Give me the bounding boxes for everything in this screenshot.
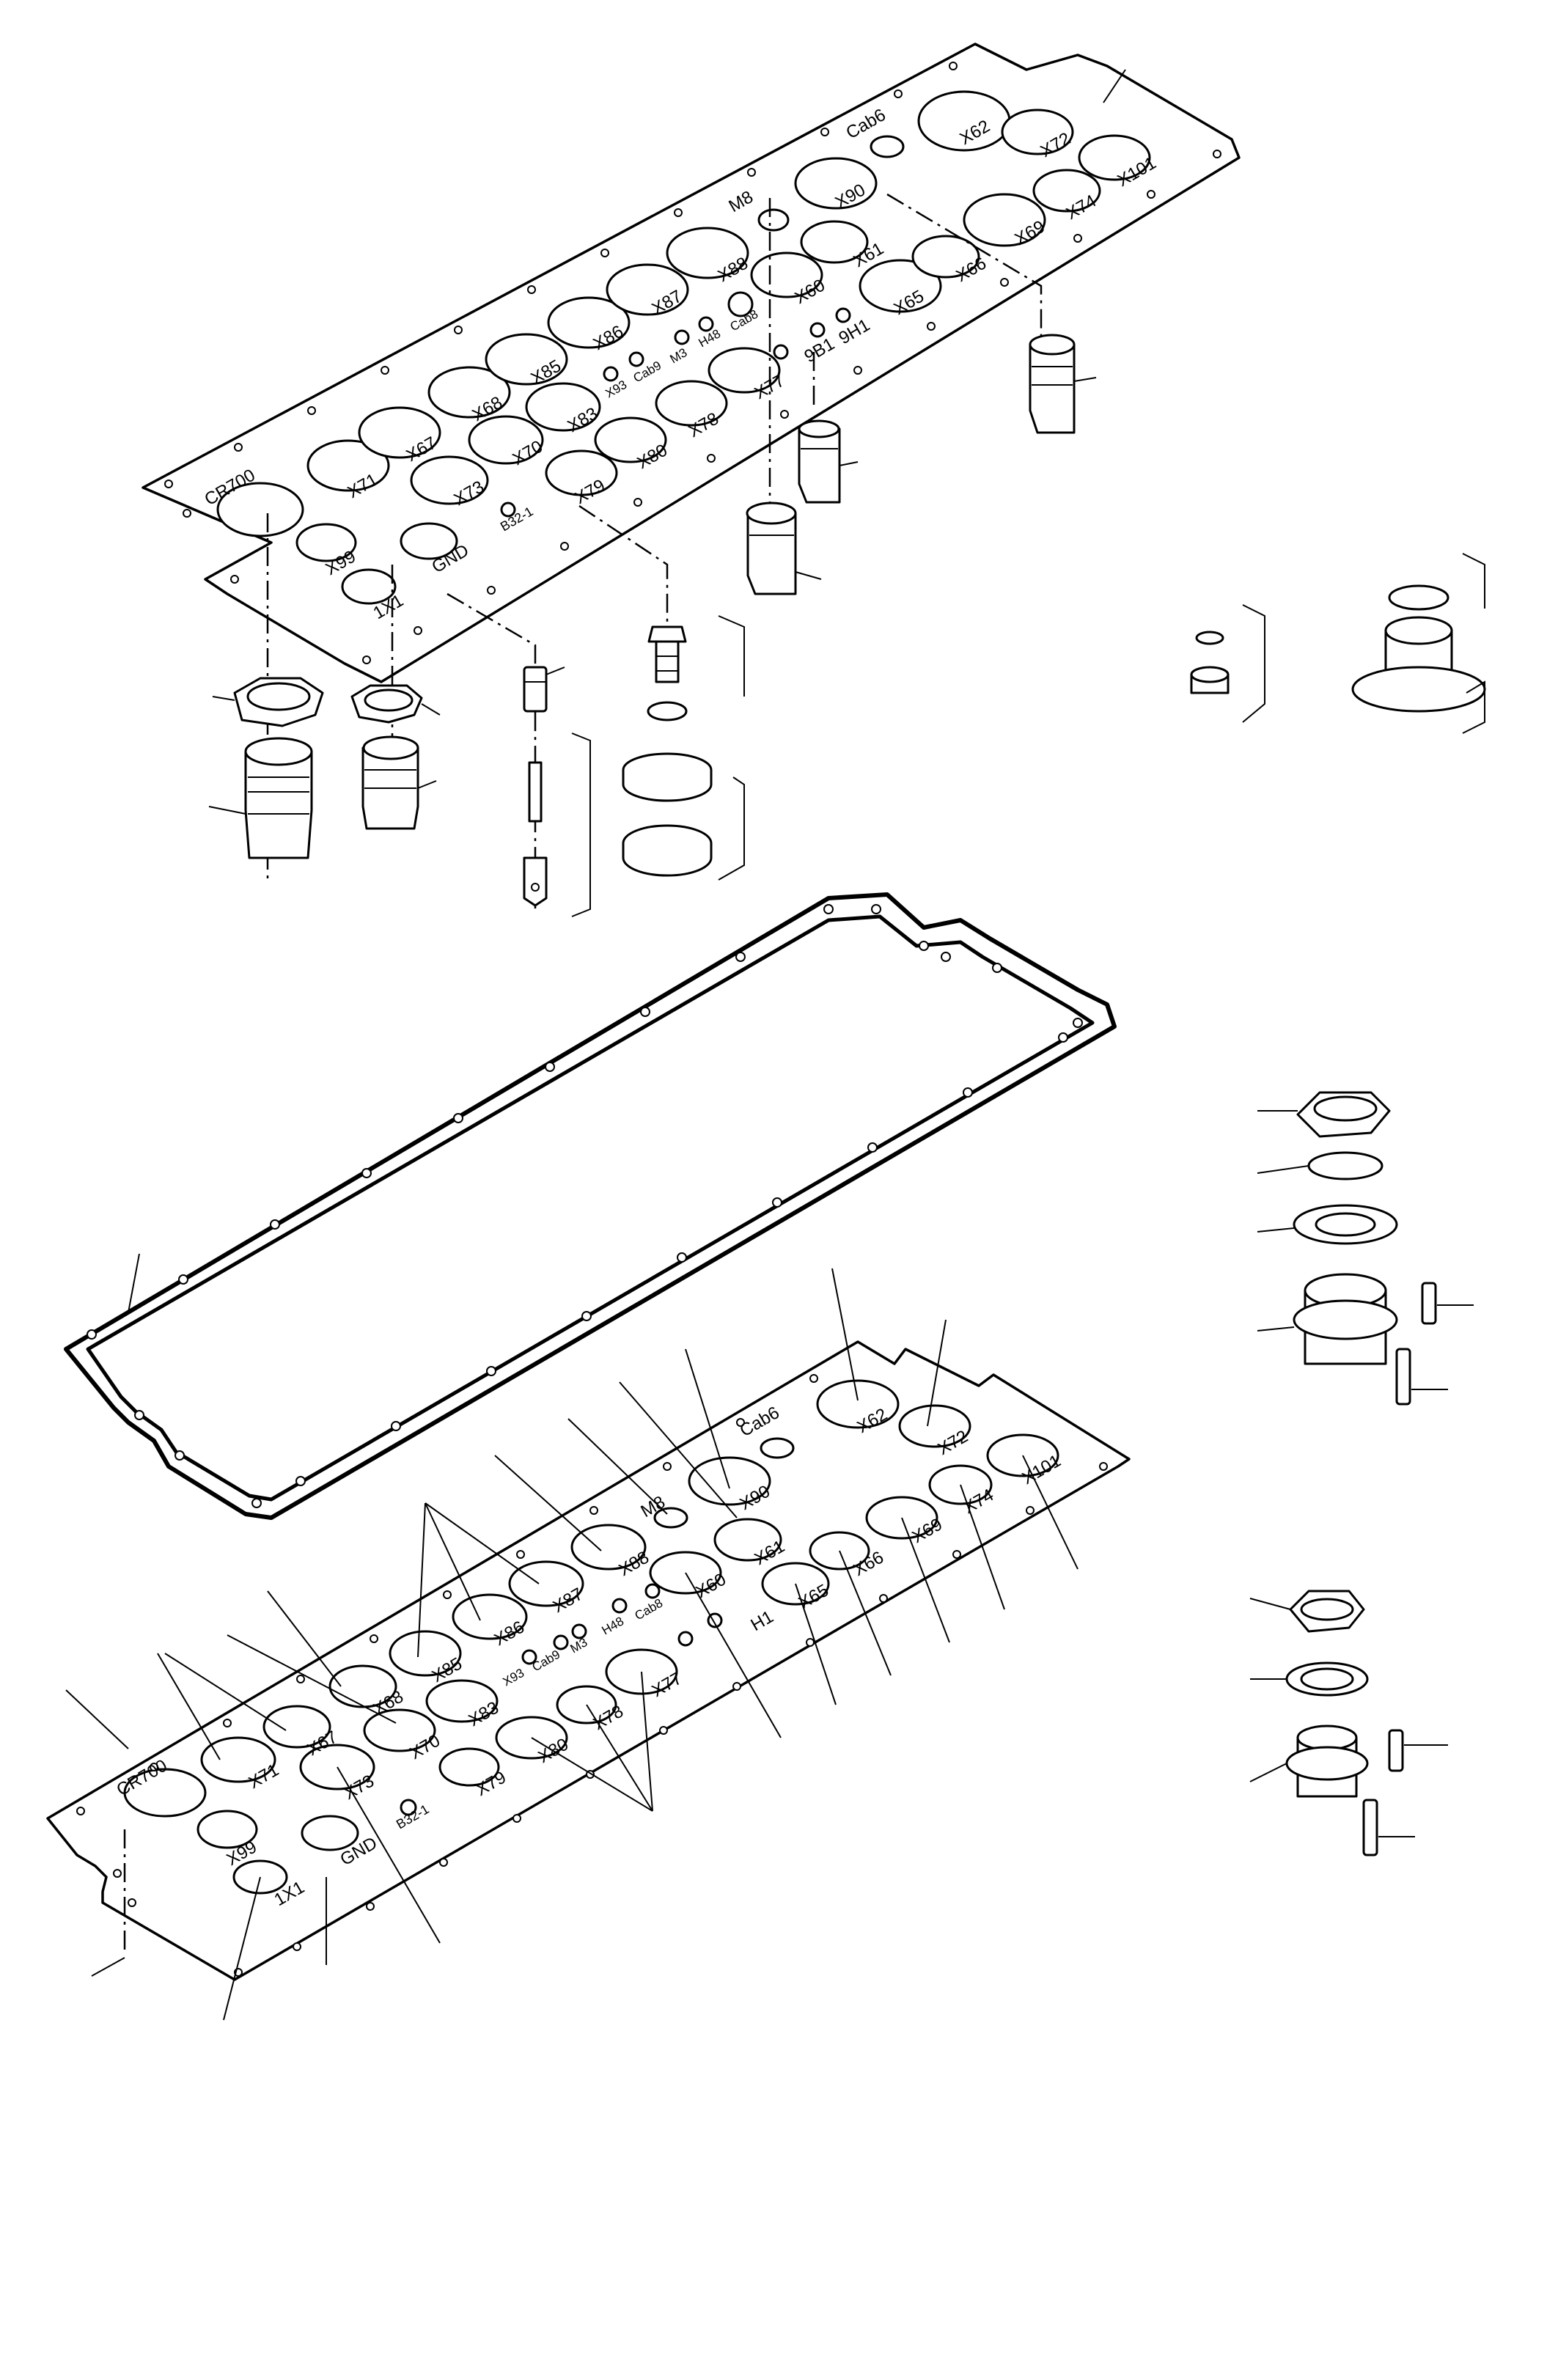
- large-cable-gland: [208, 737, 313, 859]
- large-hex-nut: [212, 677, 324, 727]
- medium-cable-gland: [361, 735, 437, 830]
- right-gland-kit-2: [1249, 1590, 1448, 1856]
- bolt-and-washer-stack: [622, 615, 745, 881]
- lower-plate-rim-bolts: [76, 1374, 1108, 1977]
- grounding-stud-assembly: [523, 666, 591, 917]
- gasket-bolt-holes: [87, 904, 1083, 1508]
- lower-plate-holes: [123, 1379, 1059, 1895]
- cable-gland-x60: [746, 502, 822, 595]
- upper-plate-holes: [216, 90, 1151, 605]
- gasket-seal: [64, 892, 1117, 1520]
- cable-gland-9b1: [798, 419, 859, 504]
- right-gland-kit-1: [1257, 1091, 1474, 1406]
- upper-plate-rim-bolts: [164, 62, 1221, 664]
- lower-gland-plate: CR700 X71 X67 X68 X85 X86 X87 X88 M8 X90…: [46, 1268, 1131, 2021]
- upper-right-parts: [1190, 553, 1486, 734]
- lower-plate-leaders: [65, 1268, 1079, 2021]
- gasket-leader: [128, 1253, 140, 1313]
- upper-gland-plate: CR700 X71 X67 X68 X85 X86 X87 X88 M8 X90…: [142, 43, 1241, 683]
- upper-plate-leader: [1103, 69, 1126, 103]
- cable-gland-x66: [1029, 334, 1097, 434]
- medium-hex-nut: [350, 684, 441, 724]
- upper-exploded-parts: [208, 193, 1097, 917]
